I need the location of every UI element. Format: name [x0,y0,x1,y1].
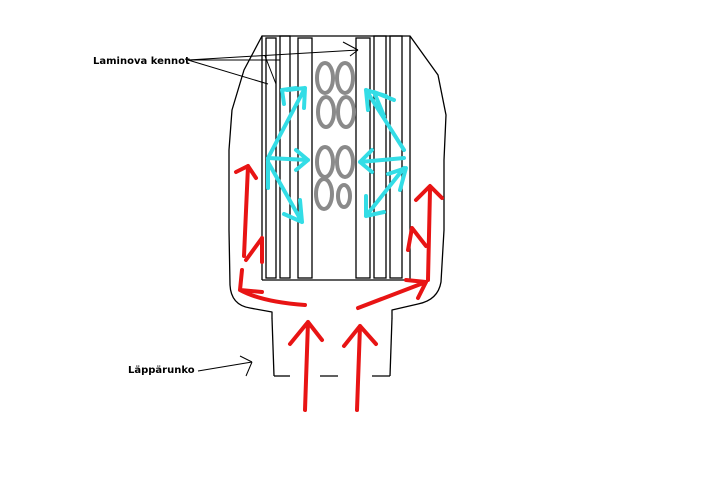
bottom-duct-outline [271,317,393,377]
hot-arrow-floor-right [356,278,428,310]
fan-loop [336,183,352,209]
fan-loop [335,61,355,95]
fan-loop [314,177,334,211]
label-laptop-body: Läppärunko [128,365,195,376]
pointer-line [349,49,359,57]
fan-loops [314,61,356,211]
cool-arrow [266,86,307,160]
cool-arrow [280,86,298,106]
hot-arrow-inlet-left [288,320,324,412]
pointer-line [342,41,359,51]
cell-plate [373,35,387,279]
pointer-line [245,361,253,377]
hot-air-arrows [234,164,444,412]
fan-loop [315,61,335,95]
hot-arrow-side-left-low [244,236,264,264]
housing-outline [228,35,447,319]
cool-air-arrows-right [358,88,408,218]
hot-arrow-floor-left [238,268,307,307]
hot-arrow-side-left [234,164,258,258]
cool-arrow [266,160,304,224]
cool-arrow [364,88,406,152]
cool-arrow [358,148,406,174]
hot-arrow-side-right [414,184,444,282]
fan-loop [335,145,355,179]
pointer-line [264,55,277,85]
fan-loop [336,95,356,129]
pointer-line [239,355,253,363]
pointer-line [197,361,253,372]
fan-loop [316,95,336,129]
cell-plate [355,37,371,279]
pointer-line [187,49,359,61]
cool-arrow [372,90,396,118]
fan-loop [315,145,335,179]
hot-arrow-inlet-right [342,324,378,412]
label-laminova-cells: Laminova kennot [93,56,190,67]
pointer-line [187,59,269,85]
cool-arrow [266,148,310,172]
cool-arrow [364,166,406,218]
annotation-pointers [187,41,359,377]
cool-air-arrows-left [266,86,310,224]
hot-arrow-side-right-low [406,226,428,252]
cool-arrow [386,166,408,192]
